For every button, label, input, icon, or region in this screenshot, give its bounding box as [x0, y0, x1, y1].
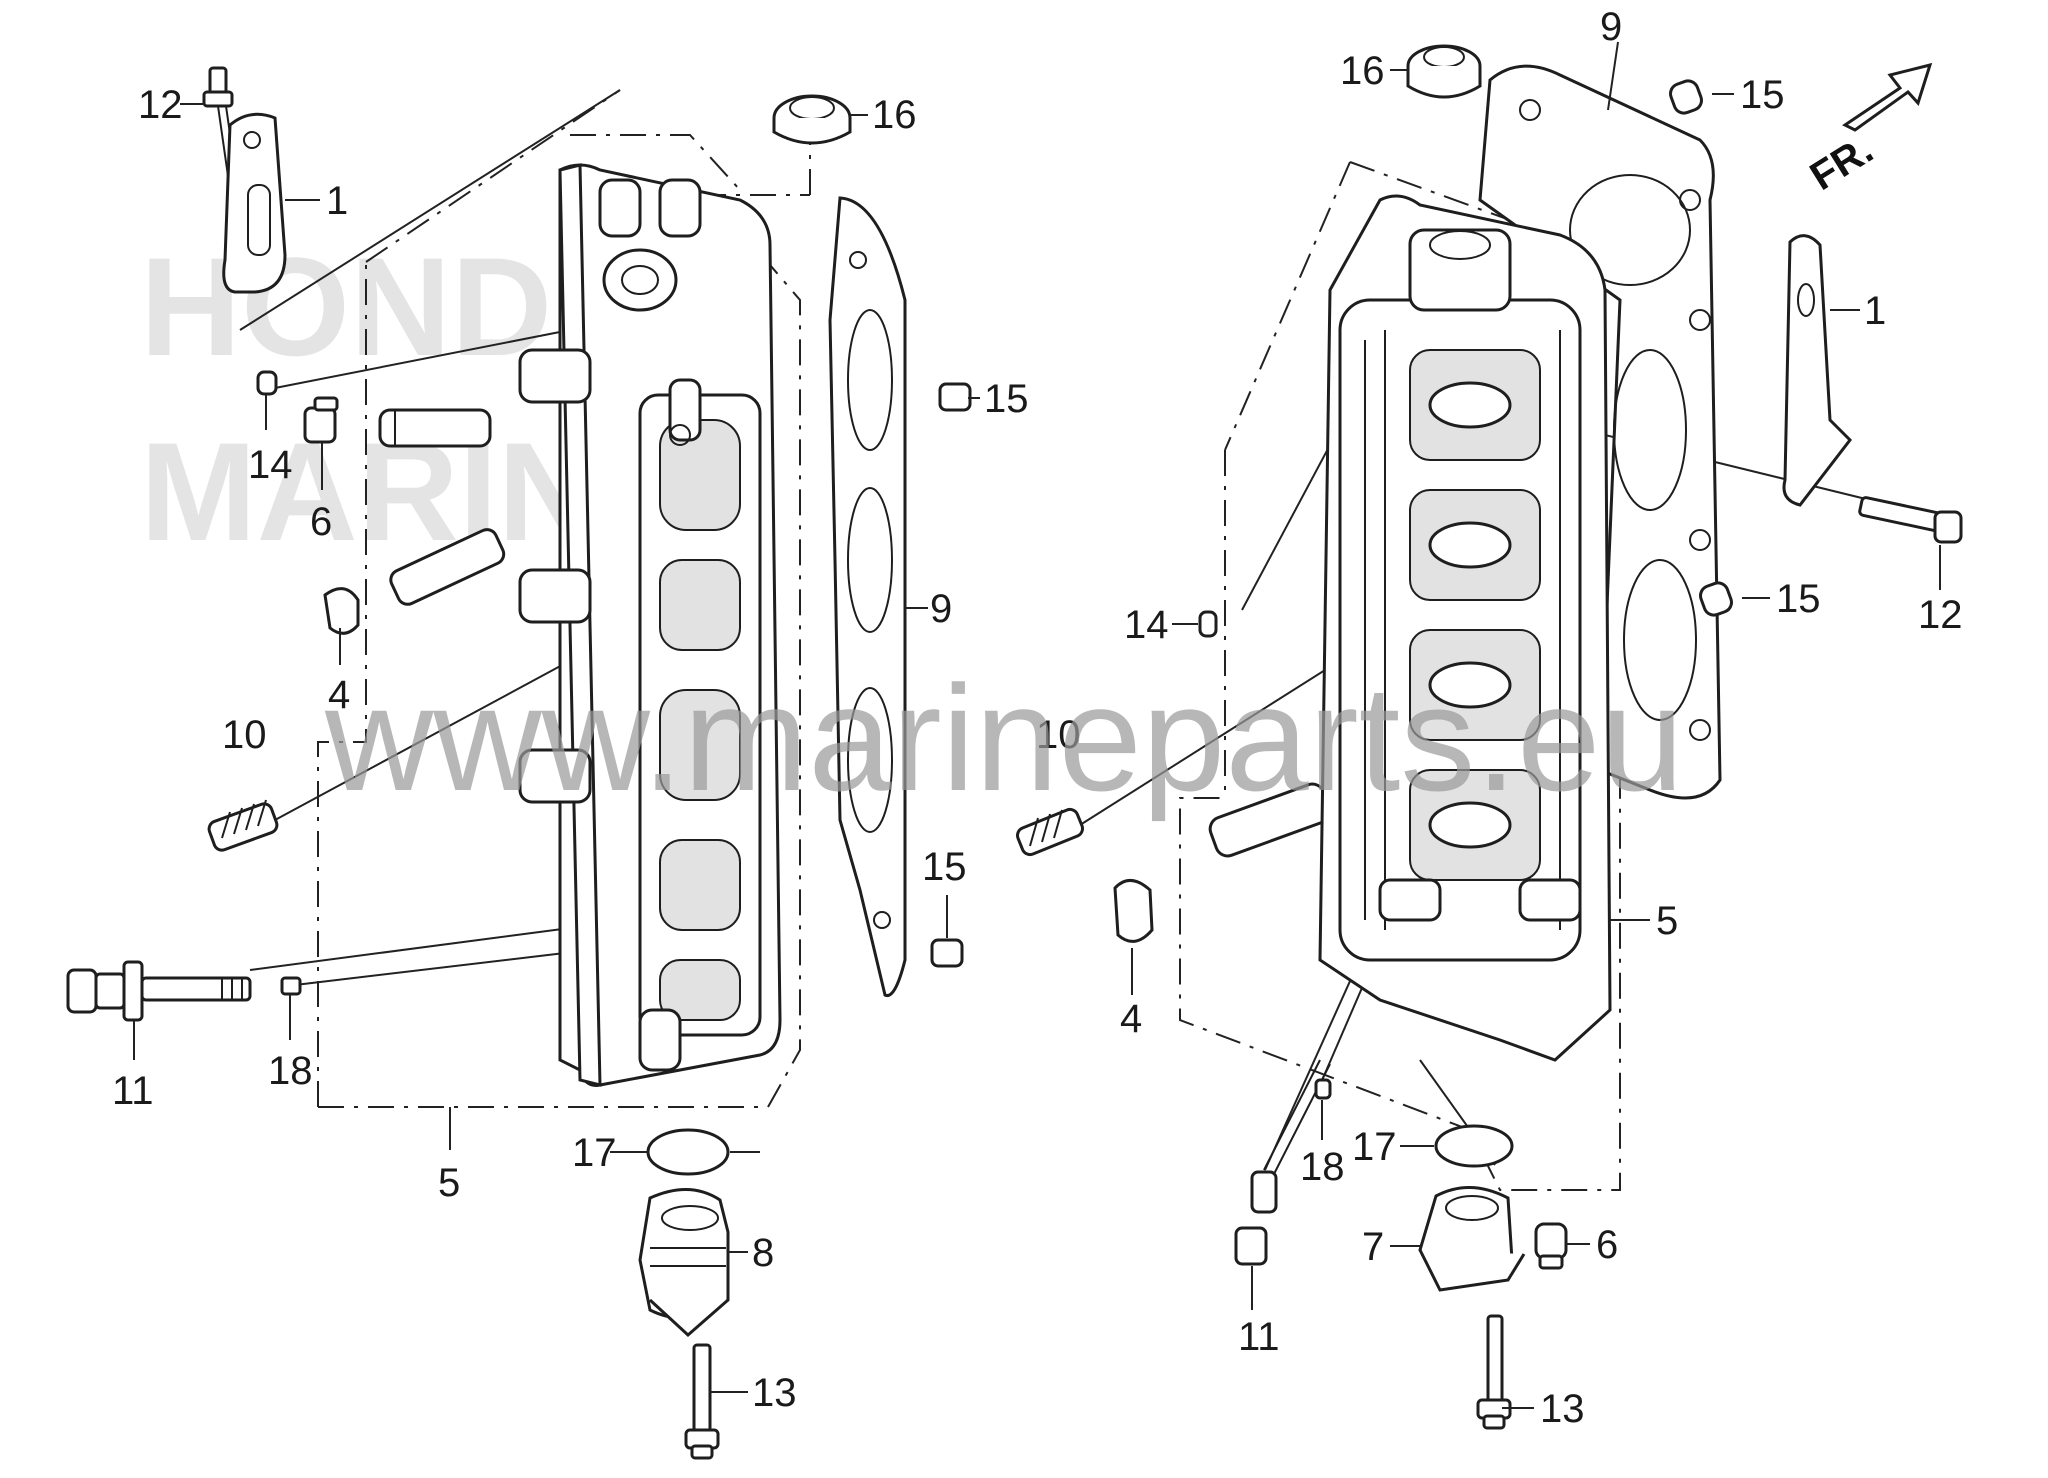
part-8-thermostat-cover	[638, 1188, 730, 1338]
callout-right-14: 14	[1124, 603, 1169, 647]
arrow-up-right-icon	[1842, 62, 1933, 132]
part-7-thermostat-cover	[1418, 1186, 1526, 1292]
part-17-o-ring-left	[646, 1128, 730, 1176]
part-9-gasket-left	[828, 196, 907, 998]
callout-right-9: 9	[1600, 5, 1622, 49]
callout-right-15-lower: 15	[1776, 577, 1821, 621]
part-14-dowel-right	[1198, 610, 1218, 638]
callout-left-5: 5	[438, 1161, 460, 1205]
watermark-url: www.marineparts.eu	[324, 654, 1684, 822]
callout-left-12: 12	[138, 83, 183, 127]
left-assembly: 12 1 14 6 4 10 11 18 5 16 15 9 15 17 8 1…	[66, 66, 1029, 1460]
part-4-plug-right	[1113, 879, 1154, 943]
part-9-gasket-right	[1478, 64, 1722, 800]
part-18-dowel-left	[280, 976, 302, 996]
front-direction-marker: FR.	[1803, 62, 1933, 199]
callout-left-14: 14	[248, 443, 293, 487]
part-15-dowel-right-lower	[1699, 581, 1733, 617]
callout-right-17: 17	[1352, 1125, 1397, 1169]
callout-right-5: 5	[1656, 899, 1678, 943]
part-15-dowel-right-upper	[1669, 79, 1703, 115]
callout-right-11: 11	[1238, 1315, 1280, 1359]
callout-left-15-upper: 15	[984, 377, 1029, 421]
callout-left-18: 18	[268, 1049, 313, 1093]
right-assembly: FR.	[1015, 5, 1963, 1431]
callout-left-6: 6	[310, 500, 332, 544]
part-1-bracket-left	[222, 112, 287, 294]
callout-right-13: 13	[1540, 1387, 1585, 1431]
callout-right-18: 18	[1300, 1145, 1345, 1189]
part-11-bolt-right	[1234, 1059, 1331, 1266]
part-6-plug-left	[303, 396, 339, 444]
callout-right-7: 7	[1362, 1225, 1384, 1269]
callout-left-1: 1	[326, 179, 348, 223]
part-13-bolt-left	[684, 1343, 720, 1460]
callout-left-16: 16	[872, 93, 917, 137]
callout-left-13: 13	[752, 1371, 797, 1415]
part-15-dowel-left-upper	[938, 382, 972, 412]
left-assembly-bracket	[317, 89, 811, 1108]
callout-right-12: 12	[1918, 593, 1963, 637]
callout-right-4: 4	[1120, 997, 1142, 1041]
part-14-dowel-left	[256, 370, 278, 396]
part-6-plug-right	[1534, 1222, 1568, 1270]
part-16-seal-left	[772, 94, 852, 145]
part-10-stud-right	[1015, 807, 1085, 857]
callout-left-11: 11	[112, 1069, 154, 1113]
part-17-o-ring-right	[1434, 1124, 1514, 1168]
part-4-plug-left	[323, 587, 360, 635]
valve-guide-left-lower	[389, 528, 506, 606]
callout-left-9: 9	[930, 587, 952, 631]
part-12-bolt-right	[1858, 496, 1963, 544]
callout-right-1: 1	[1864, 289, 1886, 333]
part-15-dowel-left-lower	[930, 938, 964, 968]
front-direction-label: FR.	[1803, 128, 1881, 199]
part-18-dowel-right	[1314, 1078, 1332, 1100]
part-13-bolt-right	[1476, 1314, 1512, 1430]
callout-right-6: 6	[1596, 1223, 1618, 1267]
part-1-bracket-right	[1782, 234, 1852, 507]
part-10-stud-left	[207, 799, 279, 852]
callout-left-8: 8	[752, 1231, 774, 1275]
callout-left-15-lower: 15	[922, 845, 967, 889]
valve-guide-left-upper	[378, 408, 492, 448]
part-11-bolt-left	[66, 960, 252, 1022]
callout-left-4: 4	[328, 673, 350, 717]
callout-left-10: 10	[222, 713, 267, 757]
callout-right-15-upper: 15	[1740, 73, 1785, 117]
callout-left-17: 17	[572, 1131, 617, 1175]
callout-right-10: 10	[1036, 713, 1081, 757]
cylinder-head-right	[1318, 194, 1612, 1062]
part-16-seal-right	[1406, 44, 1482, 99]
cylinder-head-left	[518, 163, 782, 1087]
callout-right-16: 16	[1340, 49, 1385, 93]
